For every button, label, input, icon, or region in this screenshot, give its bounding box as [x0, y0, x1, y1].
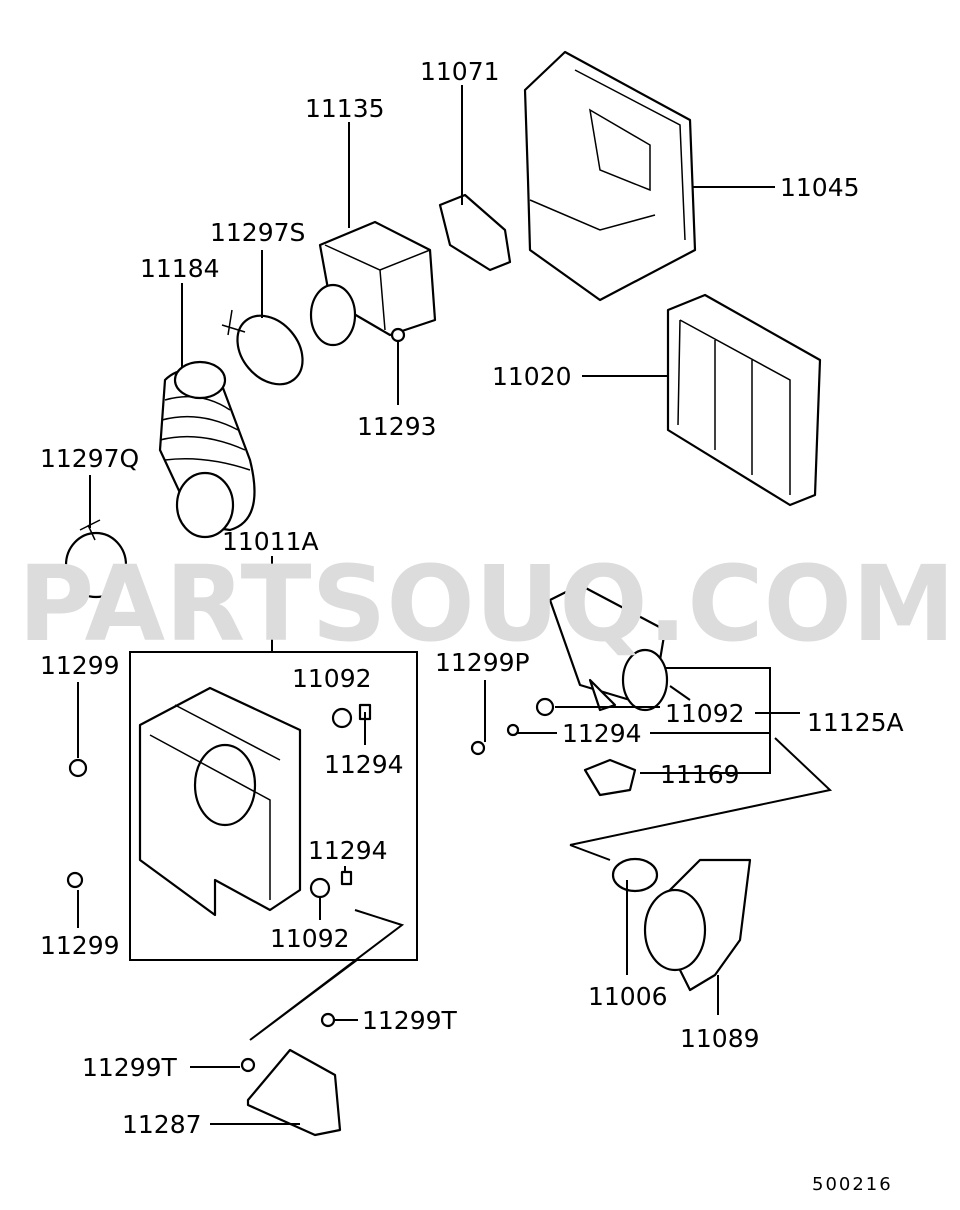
label-11125A[interactable]: 11125A — [807, 708, 904, 737]
label-11045[interactable]: 11045 — [780, 173, 860, 202]
label-11006[interactable]: 11006 — [588, 982, 668, 1011]
label-11092[interactable]: 11092 — [665, 699, 745, 728]
label-11071[interactable]: 11071 — [420, 57, 500, 86]
label-11287[interactable]: 11287 — [122, 1110, 202, 1139]
gasket-11071[interactable] — [438, 193, 512, 272]
label-11293[interactable]: 11293 — [357, 412, 437, 441]
label-11020[interactable]: 11020 — [492, 362, 572, 391]
label-11294[interactable]: 11294 — [324, 750, 404, 779]
label-11299P[interactable]: 11299P — [435, 648, 530, 677]
label-11184[interactable]: 11184 — [140, 254, 220, 283]
air-flow-sensor-11135[interactable] — [309, 220, 437, 347]
label-11299[interactable]: 11299 — [40, 651, 120, 680]
label-11299[interactable]: 11299 — [40, 931, 120, 960]
label-11294[interactable]: 11294 — [308, 836, 388, 865]
label-11297S[interactable]: 11297S — [210, 218, 305, 247]
label-11092[interactable]: 11092 — [270, 924, 350, 953]
label-11294[interactable]: 11294 — [562, 719, 642, 748]
grommets-11092-11294-box[interactable] — [309, 703, 372, 899]
clamp-11297S[interactable] — [221, 303, 316, 397]
label-11299T[interactable]: 11299T — [82, 1053, 178, 1082]
grommet-11293[interactable] — [390, 327, 406, 343]
air-filter-element-11020[interactable] — [666, 293, 822, 507]
air-cleaner-case-11011A[interactable] — [138, 686, 302, 917]
bolts-11299[interactable] — [66, 758, 88, 889]
diagram-code: 500216 — [812, 1174, 893, 1195]
label-11089[interactable]: 11089 — [680, 1024, 760, 1053]
leader-lines — [77, 85, 833, 1125]
label-11297Q[interactable]: 11297Q — [40, 444, 139, 473]
intake-duct-11089[interactable] — [611, 857, 752, 992]
label-11011A[interactable]: 11011A — [222, 527, 319, 556]
label-11135[interactable]: 11135 — [305, 94, 385, 123]
watermark: PARTSOUQ.COM — [18, 543, 955, 665]
air-intake-duct-11125A[interactable] — [470, 583, 669, 797]
intake-hose-11184[interactable] — [158, 360, 256, 539]
label-11092[interactable]: 11092 — [292, 664, 372, 693]
label-11169[interactable]: 11169 — [660, 760, 740, 789]
label-11299T[interactable]: 11299T — [362, 1006, 458, 1035]
air-cleaner-cover-11045[interactable] — [523, 50, 697, 302]
bracket-11287[interactable] — [240, 1012, 342, 1137]
